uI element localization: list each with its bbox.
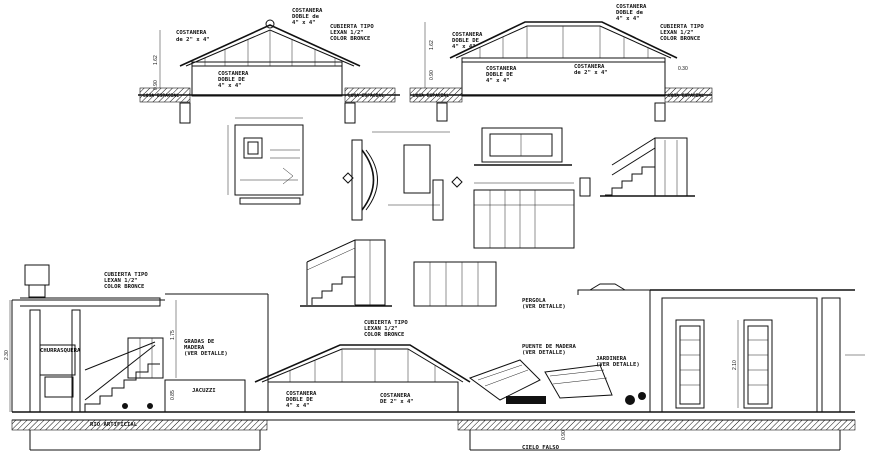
- svg-text:4" x 4": 4" x 4": [218, 83, 242, 89]
- detail-bridge-elevation: [342, 131, 463, 221]
- svg-text:COLOR BRONCE: COLOR BRONCE: [660, 36, 700, 42]
- svg-text:(VER DETALLE): (VER DETALLE): [596, 362, 640, 368]
- roof-center-label: CUBIERTA TIPO: [364, 320, 408, 326]
- svg-text:DOBLE de: DOBLE de: [616, 10, 644, 16]
- svg-text:LEXAN 1/2": LEXAN 1/2": [330, 30, 364, 36]
- svg-text:DOBLE DE: DOBLE DE: [452, 38, 479, 44]
- right-costanera-label: COSTANERA: [574, 64, 605, 70]
- svg-text:(VER DETALLE): (VER DETALLE): [184, 351, 228, 357]
- dim-base-left: 0.90: [153, 80, 159, 90]
- dim-jacuzzi: 0.85: [170, 390, 176, 400]
- svg-text:COLOR BRONCE: COLOR BRONCE: [364, 332, 404, 338]
- pergola-label: PERGOLA: [522, 298, 546, 304]
- roof-elevation-right: 1.62 0.90 0.30 COSTANERA DOBLE de 4" x 4…: [409, 4, 713, 122]
- inner-costanera-label: COSTANERA: [218, 71, 249, 77]
- svg-text:DOBLE DE: DOBLE DE: [286, 397, 313, 403]
- dim-side-right: 0.30: [678, 66, 688, 72]
- dim-door: 2.10: [732, 360, 738, 370]
- dim-steps: 1.75: [170, 330, 176, 340]
- svg-text:DOBLE de: DOBLE de: [292, 14, 320, 20]
- detail-bench-elevation: [473, 127, 575, 249]
- footing-left-label: LOSA ESPACIAL: [143, 93, 179, 99]
- svg-text:(VER DETALLE): (VER DETALLE): [522, 350, 566, 356]
- costanera-right-label: COSTANERA: [380, 393, 411, 399]
- svg-text:COLOR BRONCE: COLOR BRONCE: [104, 284, 144, 290]
- cielo-label: CIELO FALSO: [522, 445, 560, 451]
- svg-text:(VER DETALLE): (VER DETALLE): [522, 304, 566, 310]
- svg-text:4" x 4": 4" x 4": [292, 20, 316, 26]
- top-costanera-label: COSTANERA: [292, 8, 323, 14]
- footing-left-label-right: LOSA ESPACIAL: [413, 93, 449, 99]
- svg-text:de 2" x 4": de 2" x 4": [176, 37, 210, 43]
- svg-text:4" x 4": 4" x 4": [452, 44, 476, 50]
- main-section-drawing: 2.30 1.75 0.85 2.10 0.90 CUBIERTA TIPO L…: [4, 264, 865, 451]
- svg-text:DOBLE DE: DOBLE DE: [486, 72, 513, 78]
- detail-stair-elevation: [579, 137, 695, 197]
- costanera-left-label: COSTANERA: [286, 391, 317, 397]
- dim-height-left: 1.62: [153, 55, 159, 65]
- svg-text:LEXAN 1/2": LEXAN 1/2": [364, 326, 398, 332]
- puente-label: PUENTE DE MADERA: [522, 344, 577, 350]
- footing-right-label: LOSA ESPACIAL: [348, 93, 384, 99]
- stair-detail-sketch: [300, 239, 392, 307]
- svg-text:4" x 4": 4" x 4": [616, 16, 640, 22]
- inner-costanera-label-right: COSTANERA: [486, 66, 517, 72]
- svg-text:DOBLE DE: DOBLE DE: [218, 77, 245, 83]
- left-costanera-label-right: COSTANERA: [452, 32, 483, 38]
- jardinera-label: JARDINERA: [596, 356, 627, 362]
- dim-base-right: 0.90: [429, 70, 435, 80]
- svg-text:LEXAN 1/2": LEXAN 1/2": [660, 30, 694, 36]
- svg-text:MADERA: MADERA: [184, 345, 205, 351]
- panel-detail-sketch: [413, 261, 497, 307]
- svg-text:COLOR BRONCE: COLOR BRONCE: [330, 36, 370, 42]
- dim-left-height: 2.30: [4, 350, 10, 360]
- svg-text:LEXAN 1/2": LEXAN 1/2": [104, 278, 138, 284]
- roof-type-label-right: CUBIERTA TIPO: [660, 24, 704, 30]
- gradas-label: GRADAS DE: [184, 339, 214, 345]
- detail-plan-1: [227, 117, 304, 205]
- dim-height-right: 1.62: [429, 40, 435, 50]
- left-costanera-label: COSTANERA: [176, 30, 207, 36]
- svg-text:de 2" x 4": de 2" x 4": [574, 70, 608, 76]
- rio-label: RIO ARTIFICIAL: [90, 422, 138, 428]
- footing-right-label-right: LOSA ESPACIAL: [668, 93, 704, 99]
- dim-floor: 0.90: [561, 430, 567, 440]
- roof-type-label: CUBIERTA TIPO: [330, 24, 374, 30]
- roof-elevation-left: 1.62 0.90 COSTANERA DOBLE de 4" x 4" CUB…: [138, 8, 400, 124]
- top-costanera-label-right: COSTANERA: [616, 4, 647, 10]
- roof-left-label: CUBIERTA TIPO: [104, 272, 148, 278]
- jacuzzi-label: JACUZZI: [192, 388, 216, 394]
- svg-text:4" x 4": 4" x 4": [486, 78, 510, 84]
- svg-text:4" x 4": 4" x 4": [286, 403, 310, 409]
- churrasquera-label: CHURRASQUERA: [40, 348, 81, 354]
- svg-text:DE 2" x 4": DE 2" x 4": [380, 399, 414, 405]
